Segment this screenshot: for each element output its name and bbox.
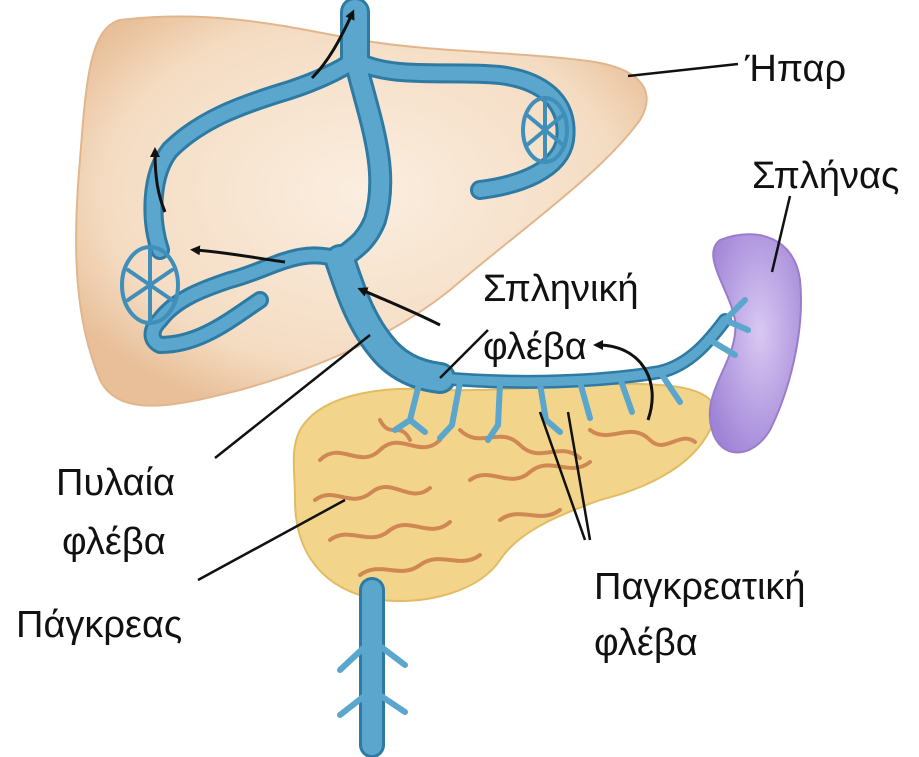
- label-pancreatic-vein-line2: φλέβα: [594, 622, 698, 664]
- label-pancreas: Πάγκρεας: [16, 604, 182, 646]
- label-spleen: Σπλήνας: [752, 155, 899, 197]
- leader-liver: [628, 64, 738, 76]
- label-pancreatic-vein-line1: Παγκρεατική: [594, 566, 806, 608]
- label-splenic-vein-line1: Σπληνική: [483, 268, 639, 310]
- leader-splenic-vein: [440, 330, 488, 378]
- spleen: [710, 234, 801, 452]
- label-splenic-vein-line2: φλέβα: [483, 326, 587, 368]
- label-portal-vein-line1: Πυλαία: [56, 462, 175, 504]
- label-portal-vein-line2: φλέβα: [62, 521, 166, 563]
- label-liver: Ήπαρ: [745, 48, 846, 90]
